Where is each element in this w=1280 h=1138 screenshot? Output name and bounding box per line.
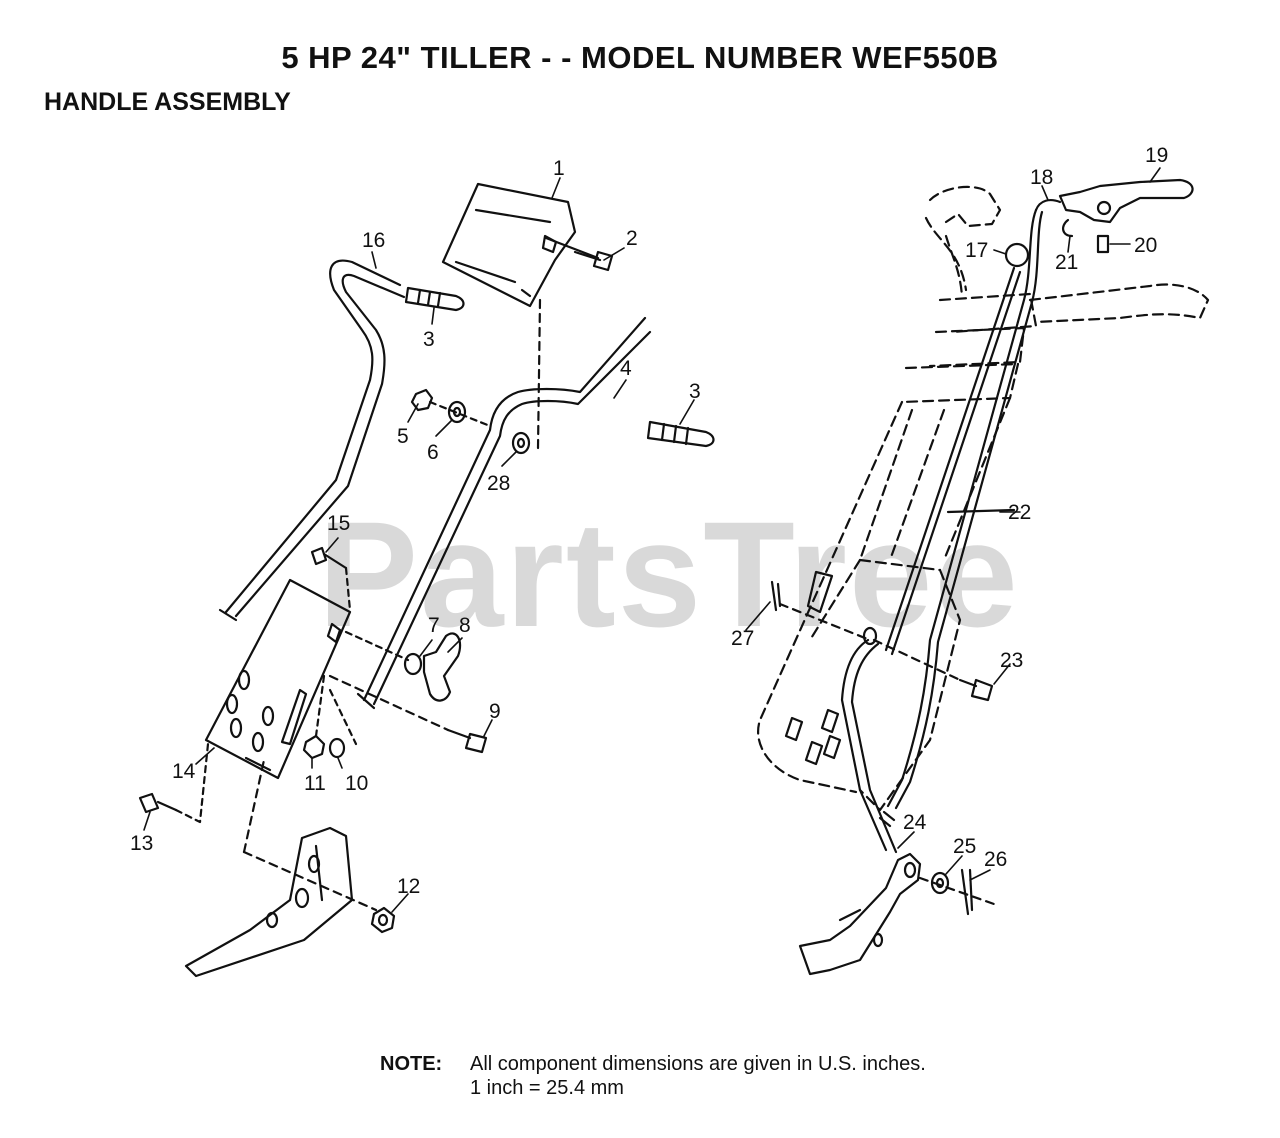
callout-4: 4 — [620, 357, 632, 380]
lower-bracket-left — [184, 758, 378, 978]
part-10-washer — [328, 737, 346, 759]
callout-17: 17 — [965, 239, 988, 262]
callout-24: 24 — [903, 811, 927, 834]
note-label: NOTE: — [380, 1053, 443, 1075]
callouts: 1 2 3 3 4 5 6 7 8 9 10 11 12 13 14 15 16… — [130, 144, 1168, 898]
callout-23: 23 — [1000, 649, 1023, 672]
part-8-knob — [422, 632, 462, 702]
section-title: HANDLE ASSEMBLY — [44, 88, 291, 116]
callout-12: 12 — [397, 875, 420, 898]
part-15-bolt — [310, 546, 352, 612]
part-18-cable-end — [1034, 199, 1062, 212]
page-title: 5 HP 24" TILLER - - MODEL NUMBER WEF550B — [281, 40, 999, 75]
callout-22: 22 — [1008, 501, 1031, 524]
part-27-pin — [770, 580, 872, 642]
part-11-nut — [302, 674, 358, 760]
callout-14: 14 — [172, 760, 196, 783]
callout-8: 8 — [459, 614, 471, 637]
part-14-bracket-plate — [204, 578, 352, 780]
callout-28: 28 — [487, 472, 510, 495]
assembled-handle-slots — [784, 570, 842, 766]
callout-13: 13 — [130, 832, 153, 855]
part-7-washer — [344, 630, 423, 676]
part-3-grip-right — [646, 420, 715, 448]
callout-3: 3 — [423, 328, 435, 351]
callout-19: 19 — [1145, 144, 1168, 167]
callout-27: 27 — [731, 627, 754, 650]
callout-26: 26 — [984, 848, 1007, 871]
part-3-grip — [404, 286, 465, 312]
callout-1: 1 — [553, 157, 565, 180]
callout-5: 5 — [397, 425, 409, 448]
callout-6: 6 — [427, 441, 439, 464]
callout-21: 21 — [1055, 251, 1078, 274]
part-6-washer — [447, 400, 467, 424]
callout-20: 20 — [1134, 234, 1157, 257]
part-23-bolt — [872, 638, 994, 702]
callout-7: 7 — [428, 614, 440, 637]
part-22-control-cable — [878, 208, 1044, 828]
part-13-bolt — [138, 742, 210, 824]
part-1-handle-cover — [441, 182, 577, 308]
part-16-upper-handle — [218, 259, 406, 622]
lower-bracket-right — [798, 852, 922, 976]
callout-16: 16 — [362, 229, 385, 252]
assembled-handle — [757, 185, 1210, 812]
part-4-handle — [356, 316, 652, 710]
part-24-shift-rod — [840, 626, 898, 854]
callout-11: 11 — [304, 772, 326, 795]
part-12-nut — [370, 906, 396, 934]
part-2-bolt — [544, 236, 614, 272]
part-20-screw — [1096, 234, 1110, 254]
part-28-washer — [511, 298, 542, 455]
callout-3-right: 3 — [689, 380, 701, 403]
part-19-control-lever — [1058, 178, 1194, 224]
leader-lines — [143, 167, 1161, 913]
callout-9: 9 — [489, 700, 501, 723]
part-17-knob — [1004, 242, 1030, 268]
part-9-bolt — [328, 674, 488, 754]
part-21-clip — [1062, 218, 1074, 238]
callout-25: 25 — [953, 835, 976, 858]
callout-2: 2 — [626, 227, 638, 250]
part-26-cotter-pin — [918, 868, 996, 916]
callout-18: 18 — [1030, 166, 1053, 189]
callout-10: 10 — [345, 772, 368, 795]
dimensions-note: NOTE: All component dimensions are given … — [380, 1052, 926, 1100]
note-line-2: 1 inch = 25.4 mm — [470, 1077, 624, 1099]
callout-15: 15 — [327, 512, 350, 535]
note-line-1: All component dimensions are given in U.… — [470, 1053, 926, 1075]
